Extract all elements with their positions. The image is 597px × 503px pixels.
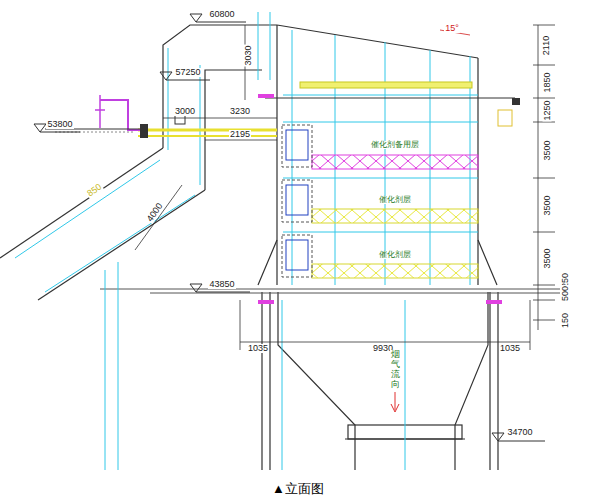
dimension-label: 3000	[174, 107, 196, 116]
dimension-label: 3500	[543, 247, 552, 269]
dimension-label: 53800	[46, 120, 73, 129]
dimension-label: 3500	[543, 194, 552, 216]
dimension-label: 850	[85, 181, 104, 198]
layer-label: 催化剂层	[377, 251, 413, 259]
dimension-label: 57250	[174, 68, 201, 77]
dimension-label: 烟气流向	[390, 350, 401, 390]
dimension-label: 1850	[543, 71, 552, 93]
dimension-label: 1035	[247, 344, 269, 353]
dimension-label: 15°	[444, 24, 460, 33]
dimension-label: 3500	[543, 139, 552, 161]
dimension-label: 60800	[208, 10, 235, 19]
catalyst-layer-band: 催化剂备用层	[312, 141, 478, 171]
dimension-label: 2195	[229, 130, 251, 139]
dimension-label: 34700	[506, 428, 533, 437]
dimension-label: 500	[562, 284, 571, 301]
dimension-label: 3230	[229, 107, 251, 116]
layer-label: 催化剂层	[377, 196, 413, 204]
catalyst-layer-band: 催化剂层	[312, 196, 478, 226]
dimension-label: 1250	[543, 99, 552, 121]
figure-caption: ▲立面图	[272, 482, 324, 495]
dimension-label: 43850	[208, 280, 235, 289]
dimension-label: 150	[562, 311, 571, 328]
layer-label: 催化剂备用层	[369, 141, 421, 149]
dimension-label: 3030	[244, 44, 253, 66]
catalyst-layer-band: 催化剂层	[312, 251, 478, 281]
dimension-label: 1035	[499, 344, 521, 353]
dimension-label: 2110	[542, 34, 551, 55]
